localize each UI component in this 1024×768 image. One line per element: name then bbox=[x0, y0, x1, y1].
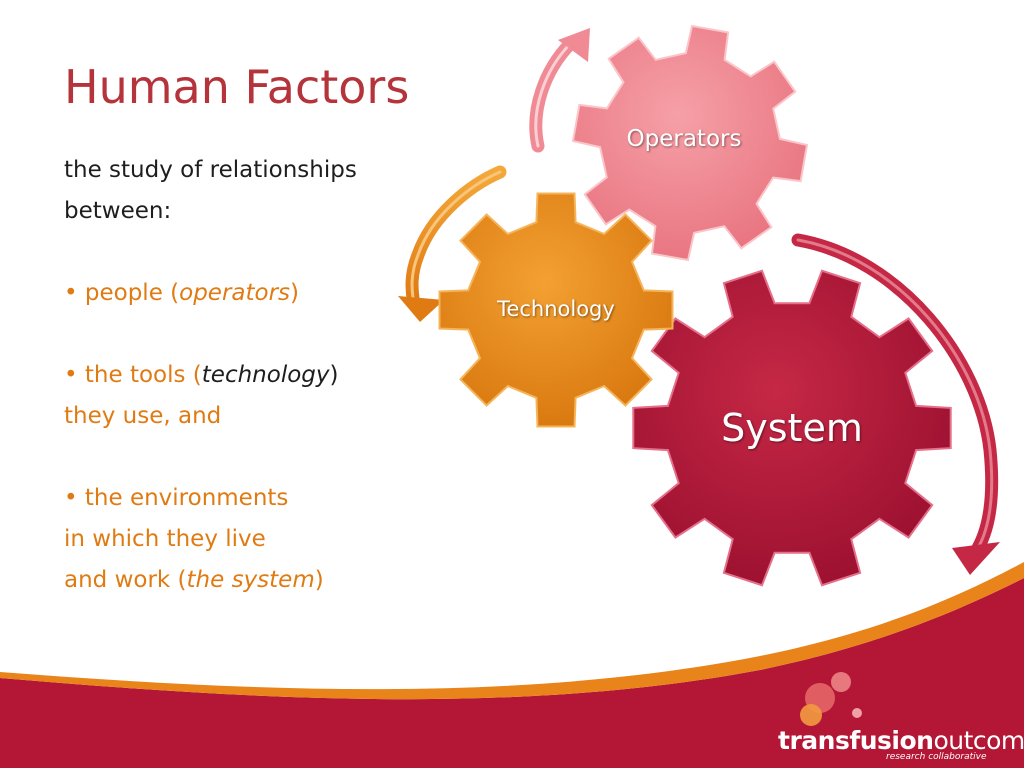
intro-line-2: between: bbox=[64, 198, 172, 224]
bullet-environments-cont1: in which they live bbox=[64, 526, 266, 552]
logo-subtitle: research collaborative bbox=[886, 752, 987, 762]
gear-system-icon bbox=[632, 269, 952, 587]
bullet-marker: • bbox=[64, 485, 78, 511]
footer-wave-orange bbox=[0, 562, 1024, 700]
logo-mark-icon bbox=[800, 672, 862, 726]
gear-technology-icon bbox=[438, 192, 674, 428]
intro-line-1: the study of relationships bbox=[64, 157, 357, 183]
logo-wordmark: transfusionoutcomes bbox=[778, 726, 1024, 755]
bullet-tools-cont: they use, and bbox=[64, 403, 222, 429]
emph-operators: operators bbox=[179, 280, 291, 306]
gear-label-technology: Technology bbox=[497, 297, 615, 321]
logo-circle-orange bbox=[800, 704, 822, 726]
arrow-pink-icon bbox=[529, 28, 590, 153]
body-text: the study of relationships between: • pe… bbox=[64, 150, 444, 601]
gear-operators-icon bbox=[571, 24, 809, 262]
emph-technology: technology bbox=[201, 362, 330, 388]
gear-label-operators: Operators bbox=[626, 126, 742, 152]
bullet-environments: • the environments bbox=[64, 485, 289, 511]
logo-circle-medium bbox=[831, 672, 851, 692]
emph-the-system: the system bbox=[186, 567, 315, 593]
bullet-marker: • bbox=[64, 280, 78, 306]
bullet-marker: • bbox=[64, 362, 78, 388]
bullet-people: • people (operators) bbox=[64, 280, 300, 306]
logo-circle-small bbox=[852, 708, 862, 718]
bullet-tools: • the tools (technology) bbox=[64, 362, 339, 388]
slide-title: Human Factors bbox=[64, 60, 410, 114]
arrow-red-icon bbox=[791, 233, 1000, 575]
arrow-orange-icon bbox=[398, 165, 507, 322]
bullet-environments-cont2: and work (the system) bbox=[64, 567, 324, 593]
gear-label-system: System bbox=[721, 406, 863, 450]
footer-wave-red bbox=[0, 578, 1024, 768]
